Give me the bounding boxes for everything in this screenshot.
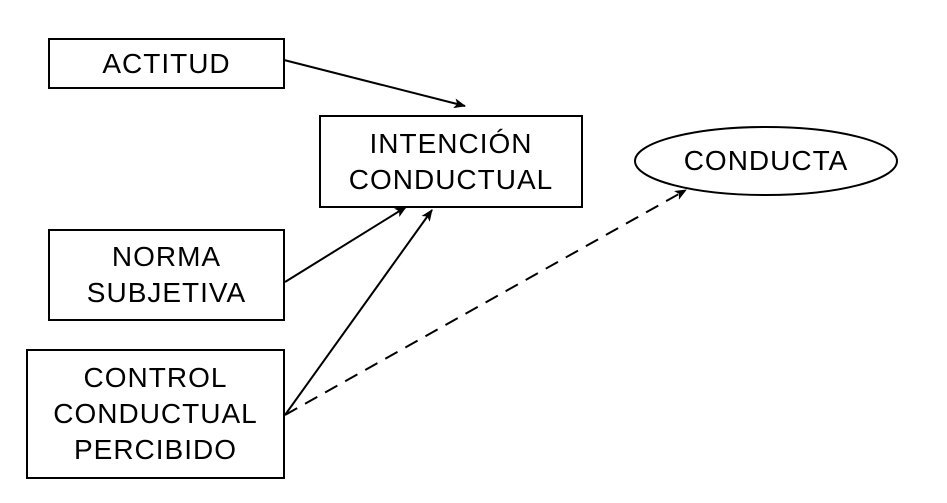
node-intencion-label-line2: CONDUCTUAL: [348, 163, 554, 195]
node-control-conductual-percibido: CONTROL CONDUCTUAL PERCIBIDO: [26, 349, 285, 479]
node-norma-label-line2: SUBJETIVA: [86, 277, 247, 308]
node-control-label-line3: PERCIBIDO: [73, 434, 238, 465]
node-conducta: CONDUCTA: [635, 127, 897, 195]
edge-control-intencion: [284, 209, 433, 416]
node-intencion-conductual: INTENCIÓN CONDUCTUAL: [319, 115, 583, 208]
node-control-label-line2: CONDUCTUAL: [53, 398, 258, 429]
node-actitud: ACTITUD: [48, 38, 285, 89]
edge-norma-intencion: [284, 206, 407, 283]
node-norma-subjetiva: NORMA SUBJETIVA: [48, 229, 285, 321]
node-actitud-label: ACTITUD: [102, 47, 231, 79]
conducta-ellipse-shape: [634, 126, 898, 196]
node-control-label-line1: CONTROL: [83, 362, 228, 393]
node-norma-label-line1: NORMA: [111, 241, 222, 272]
edge-control-conducta: [284, 189, 687, 416]
edge-actitud-intencion: [283, 59, 466, 109]
node-conducta-label: CONDUCTA: [683, 145, 849, 176]
node-intencion-label-line1: INTENCIÓN: [369, 127, 533, 159]
